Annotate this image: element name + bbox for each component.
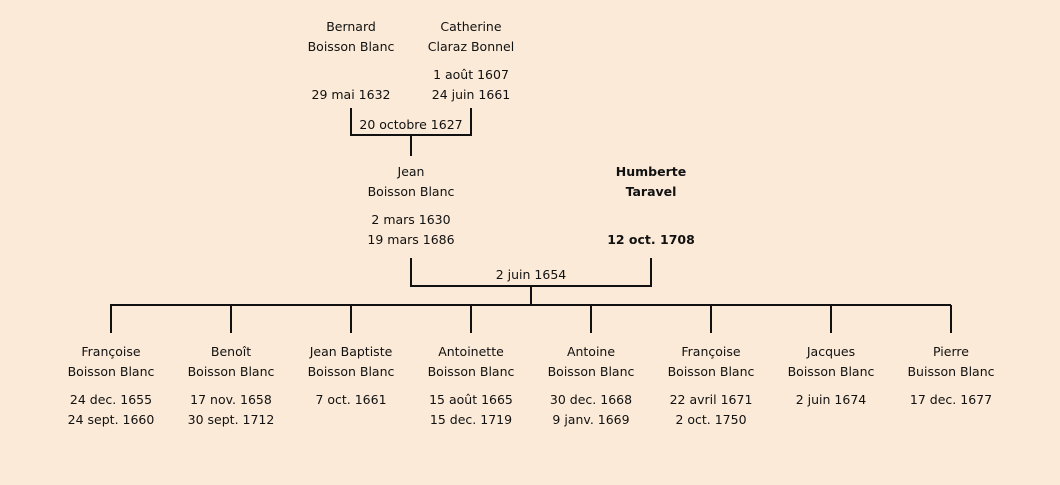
birth-date: 17 dec. 1677 [909,392,993,407]
birth-date: 24 dec. 1655 [69,392,153,407]
grandparents-marriage-date: 20 octobre 1627 [359,117,463,132]
grandparents-marriage-connector [350,108,472,156]
death-date: 24 sept. 1660 [67,412,155,427]
death-date: 12 oct. 1708 [607,232,695,247]
first-name: Antoine [566,344,616,359]
death-date: 2 oct. 1750 [675,412,747,427]
last-name: Boisson Blanc [427,364,515,379]
last-name: Claraz Bonnel [427,39,515,54]
first-name: Humberte [615,164,687,179]
death-date: 9 janv. 1669 [552,412,630,427]
first-name: Benoît [210,344,252,359]
last-name: Boisson Blanc [67,364,155,379]
person-jean[interactable]: Jean Boisson Blanc 2 mars 1630 19 mars 1… [326,164,496,254]
first-name: Jacques [806,344,856,359]
first-name: Françoise [81,344,141,359]
birth-date: 7 oct. 1661 [315,392,387,407]
person-humberte[interactable]: Humberte Taravel 12 oct. 1708 [566,164,736,254]
last-name: Boisson Blanc [307,39,395,54]
death-date: 30 sept. 1712 [187,412,275,427]
first-name: Jean Baptiste [309,344,393,359]
first-name: Françoise [681,344,741,359]
birth-date: 17 nov. 1658 [190,392,272,407]
last-name: Boisson Blanc [547,364,635,379]
person-catherine[interactable]: Catherine Claraz Bonnel 1 août 1607 24 j… [386,19,556,109]
parents-marriage-connector [410,258,652,305]
last-name: Boisson Blanc [367,184,455,199]
child-drops [110,305,952,333]
birth-date: 15 août 1665 [429,392,513,407]
birth-date: 2 mars 1630 [371,212,451,227]
last-name: Boisson Blanc [187,364,275,379]
last-name: Boisson Blanc [667,364,755,379]
first-name: Bernard [326,19,376,34]
last-name: Taravel [625,184,677,199]
birth-date: 1 août 1607 [433,67,509,82]
parents-marriage-date: 2 juin 1654 [495,267,567,282]
last-name: Boisson Blanc [307,364,395,379]
last-name: Buisson Blanc [907,364,995,379]
first-name: Catherine [440,19,502,34]
first-name: Jean [397,164,425,179]
birth-date: 2 juin 1674 [795,392,867,407]
death-date: 15 dec. 1719 [429,412,513,427]
death-date: 29 mai 1632 [311,87,391,102]
last-name: Boisson Blanc [787,364,875,379]
first-name: Antoinette [438,344,504,359]
death-date: 19 mars 1686 [367,232,455,247]
first-name: Pierre [933,344,969,359]
birth-date: 22 avril 1671 [669,392,753,407]
birth-date: 30 dec. 1668 [549,392,633,407]
person-bernard[interactable]: Bernard Boisson Blanc 29 mai 1632 [266,19,436,109]
death-date: 24 juin 1661 [431,87,511,102]
